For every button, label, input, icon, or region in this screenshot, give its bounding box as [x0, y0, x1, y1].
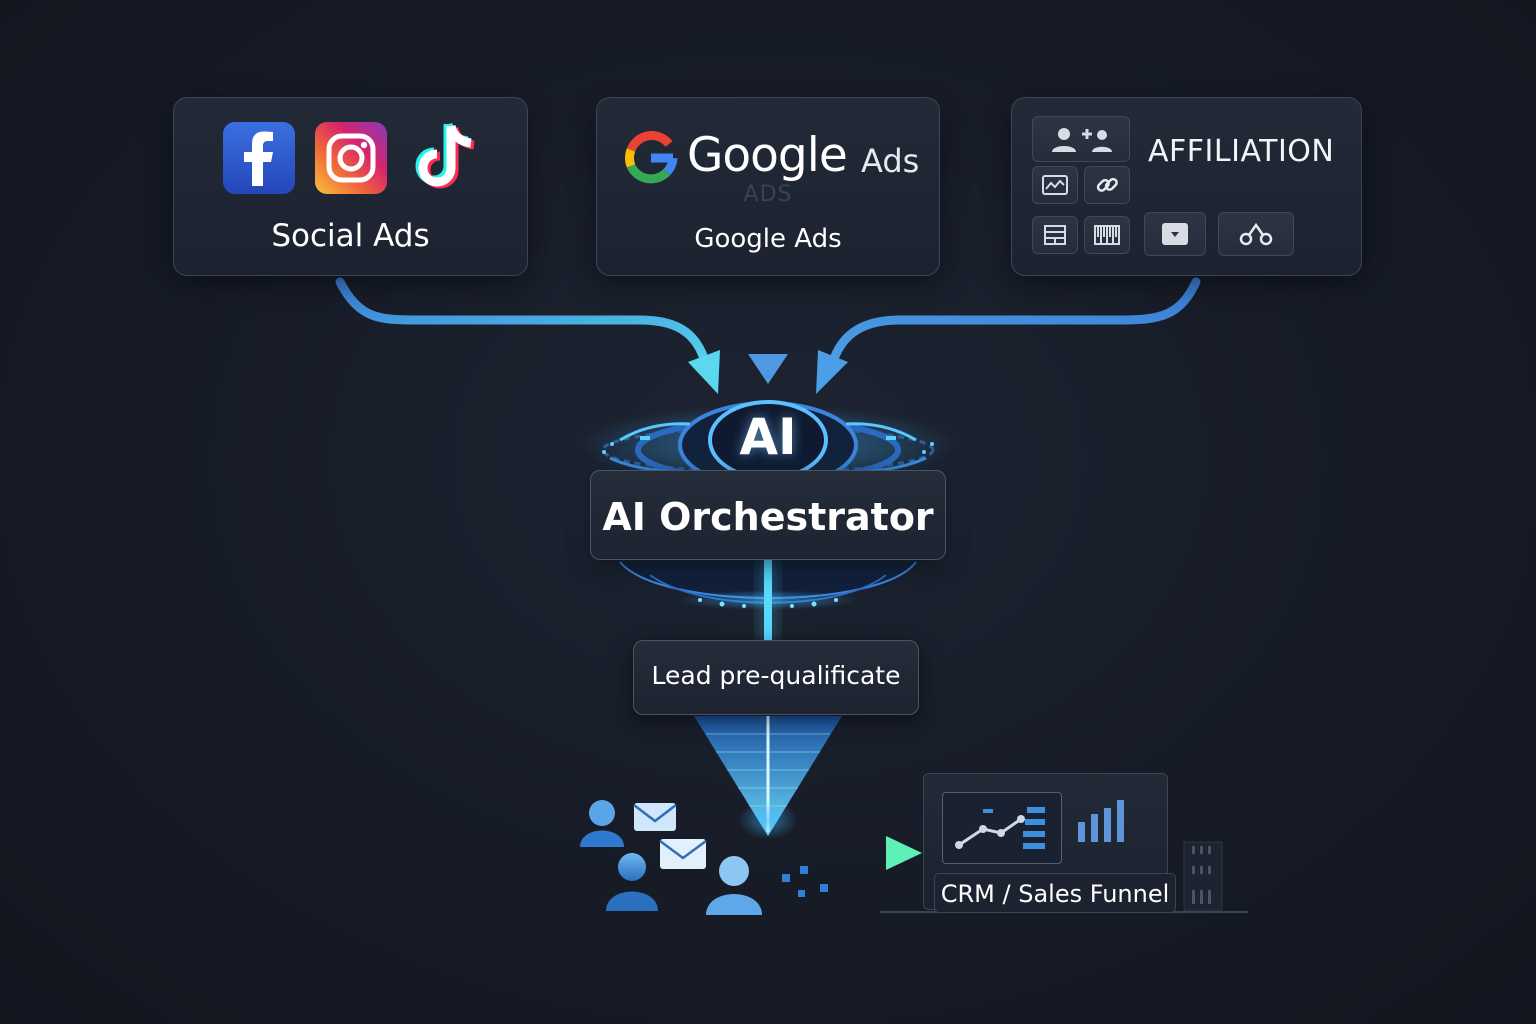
arrowhead-social: [688, 350, 720, 394]
social-ads-card: Social Ads: [173, 97, 528, 276]
google-ghost-text: ADS: [743, 182, 793, 207]
leads-group: [580, 800, 762, 915]
layout-icon: [1032, 216, 1078, 254]
crm-label-box: CRM / Sales Funnel: [934, 873, 1176, 913]
add-users-icon: [1032, 116, 1130, 162]
arrowhead-google: [748, 354, 788, 384]
ai-orchestrator-label: AI Orchestrator: [602, 495, 934, 539]
person-icon: [706, 856, 762, 915]
lead-prequalification-label: Lead pre-qualificate: [651, 661, 901, 690]
ai-badge: AI: [739, 408, 797, 466]
person-icon: [580, 800, 624, 847]
crm-sales-funnel-label: CRM / Sales Funnel: [940, 880, 1170, 908]
google-g-icon: [625, 131, 678, 184]
arrowhead-crm: [886, 836, 922, 870]
arrow-social-to-ai: [335, 277, 713, 377]
chart-icon: [1032, 166, 1078, 204]
envelope-icon: [633, 803, 677, 831]
instagram-icon: [315, 122, 387, 194]
envelope-icon: [659, 839, 707, 869]
google-ads-label: Google Ads: [694, 224, 842, 254]
google-ads-logo: Google Ads: [623, 128, 923, 188]
arrow-affiliation-to-ai: [825, 277, 1201, 377]
bar-chart-icon: [1078, 800, 1124, 842]
tiktok-icon: [407, 116, 487, 196]
link-icon: [1084, 166, 1130, 204]
ai-orchestrator-node: AI Orchestrator: [590, 470, 946, 560]
affiliation-title: AFFILIATION: [1148, 134, 1335, 169]
facebook-icon: [223, 122, 295, 194]
arrowhead-affiliation: [816, 350, 848, 394]
ai-core: AI: [596, 380, 940, 490]
lead-prequalification-node: Lead pre-qualificate: [633, 640, 919, 715]
google-ads-wordmark: Ads: [861, 142, 920, 180]
social-ads-label: Social Ads: [271, 218, 430, 254]
affiliation-card: AFFILIATION: [1011, 97, 1362, 276]
dropdown-icon: [1144, 212, 1206, 256]
chain-icon: [1218, 212, 1294, 256]
google-ads-card: Google Ads ADS Google Ads: [596, 97, 940, 276]
google-wordmark: Google: [687, 128, 848, 183]
crm-chart-icon: [942, 792, 1062, 864]
grid-icon: [1084, 216, 1130, 254]
person-icon: [606, 853, 658, 911]
